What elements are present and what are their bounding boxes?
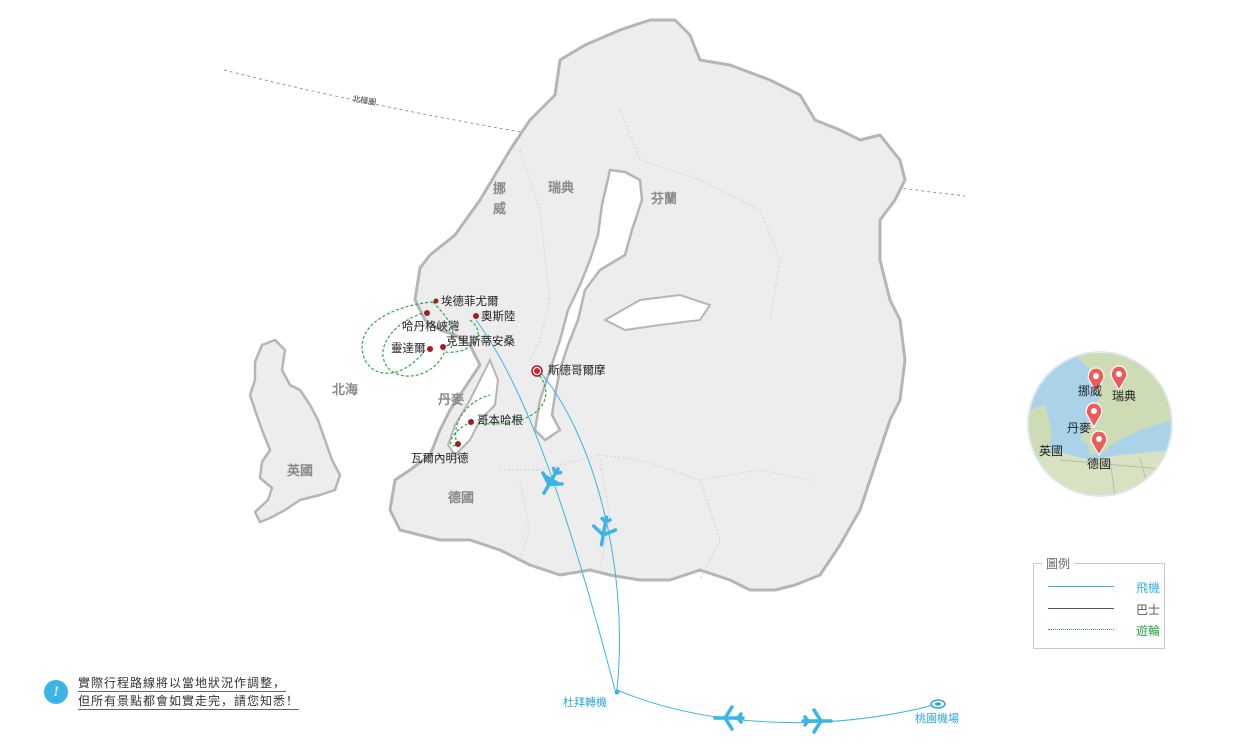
label-finland: 芬蘭 <box>650 191 677 207</box>
airplane-icon <box>541 466 564 495</box>
inset-label-sweden: 瑞典 <box>1112 389 1136 403</box>
plane-routes <box>475 319 939 724</box>
inset-label-uk: 英國 <box>1039 444 1063 458</box>
airplane-icon <box>801 708 833 734</box>
airplane-icon <box>713 705 745 731</box>
exclamation-icon: ! <box>44 680 68 704</box>
label-sweden: 瑞典 <box>548 180 574 196</box>
city-label-geiranger: 靈達爾 <box>391 341 426 355</box>
label-uk: 英國 <box>286 463 313 479</box>
airport-dot-dubai <box>614 689 620 695</box>
note-line-2: 但所有景點都會如實走完，請您知悉！ <box>78 694 300 710</box>
capital-marker-stockholm-core <box>534 368 540 374</box>
legend-title: 圖例 <box>1042 555 1075 572</box>
legend-cruise-label: 遊輪 <box>1135 624 1160 638</box>
city-label-hardanger: 哈丹格峽灣 <box>402 319 460 333</box>
airplane-icon <box>591 515 618 547</box>
label-norway-2: 威 <box>493 201 506 217</box>
city-dot-geiranger <box>427 346 433 352</box>
airport-label-taoyuan: 桃園機場 <box>915 711 959 725</box>
label-norway-1: 挪 <box>493 181 506 197</box>
map-pin-icon <box>1090 430 1108 457</box>
city-markers <box>424 298 479 447</box>
city-dot-kristiansand <box>440 344 446 350</box>
city-dot-oslo <box>473 313 479 319</box>
legend-plane-line <box>1048 586 1114 587</box>
legend-row-bus: 巴士 <box>1048 601 1160 617</box>
city-label-kristiansand: 克里斯蒂安桑 <box>446 334 515 348</box>
city-label-stockholm: 斯德哥爾摩 <box>548 363 606 377</box>
airport-label-dubai: 杜拜轉機 <box>563 695 607 709</box>
kattegat-water <box>446 357 500 457</box>
label-north-sea: 北海 <box>332 382 358 398</box>
city-dot-eidfjord <box>433 298 439 304</box>
city-label-copenhagen: 哥本哈根 <box>477 413 523 427</box>
itinerary-note: ! 實際行程路線將以當地狀況作調整， 但所有景點都會如實走完，請您知悉！ <box>44 675 324 715</box>
city-dot-copenhagen <box>468 419 474 425</box>
city-dot-hardanger <box>424 310 430 316</box>
legend-cruise-line <box>1048 629 1114 630</box>
note-line-1: 實際行程路線將以當地狀況作調整， <box>78 676 287 692</box>
map-legend: 圖例 飛機 巴士 遊輪 <box>1033 555 1165 649</box>
label-denmark: 丹麥 <box>438 392 465 408</box>
inset-label-denmark: 丹麥 <box>1067 421 1091 435</box>
map-pin-icon <box>1110 365 1128 392</box>
uk-landmass <box>248 338 342 524</box>
legend-bus-line <box>1048 608 1114 609</box>
legend-row-cruise: 遊輪 <box>1048 622 1160 638</box>
inset-label-norway: 挪威 <box>1078 384 1102 398</box>
label-germany: 德國 <box>448 490 474 506</box>
gulf-of-bothnia <box>533 168 644 442</box>
gulf-of-finland <box>602 293 712 332</box>
cruise-routes <box>361 301 547 447</box>
city-label-oslo: 奧斯陸 <box>481 309 516 323</box>
arctic-circle-label: 北極圈 <box>352 93 377 107</box>
legend-bus-label: 巴士 <box>1135 603 1160 617</box>
inset-label-germany: 德國 <box>1087 456 1111 471</box>
city-label-warnemunde: 瓦爾內明德 <box>411 451 469 465</box>
map-pin-icon <box>1087 367 1105 394</box>
legend-row-plane: 飛機 <box>1048 579 1160 595</box>
legend-plane-label: 飛機 <box>1135 581 1160 595</box>
airport-marker-taoyuan-core <box>935 702 941 706</box>
map-pin-icon <box>1085 402 1103 429</box>
inset-map: 挪威 瑞典 丹麥 英國 德國 <box>1027 351 1173 497</box>
city-dot-warnemunde <box>455 441 461 447</box>
city-label-eidfjord: 埃德菲尤爾 <box>441 294 499 308</box>
